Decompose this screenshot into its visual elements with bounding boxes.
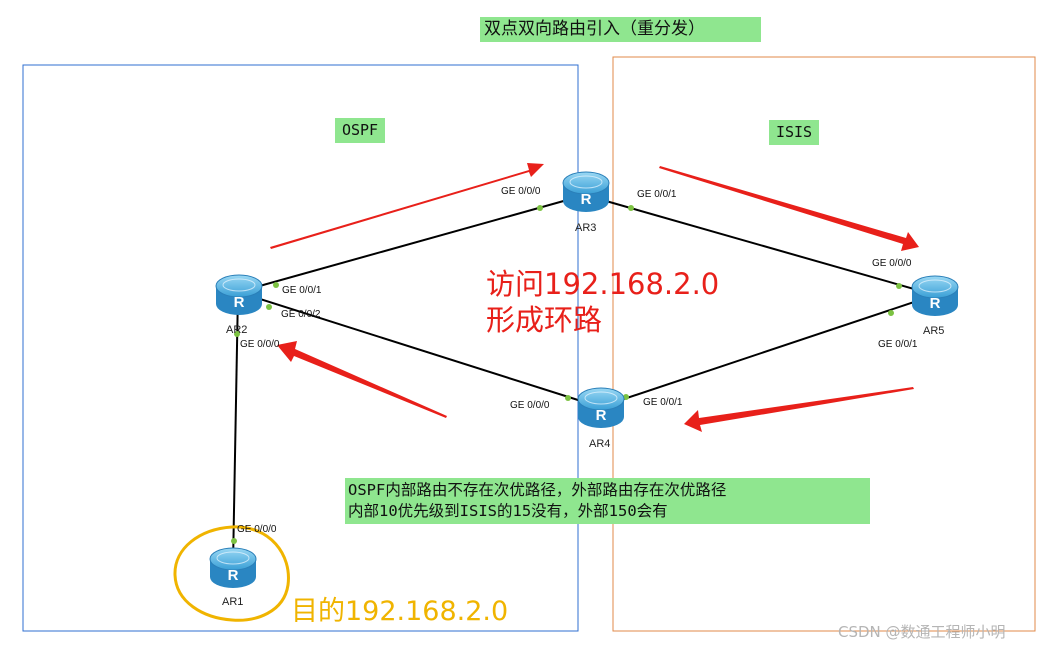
port-label: GE 0/0/2 <box>281 309 321 320</box>
router-name-ar5: AR5 <box>923 325 945 337</box>
router-icon[interactable]: R <box>562 170 610 218</box>
svg-text:R: R <box>596 407 607 424</box>
svg-text:R: R <box>930 295 941 312</box>
router-name-ar3: AR3 <box>575 222 597 234</box>
link-ar4-ar5 <box>599 294 936 408</box>
loop-line: 形成环路 <box>486 303 603 337</box>
isis-area-label: ISIS <box>769 120 819 145</box>
port-label: GE 0/0/0 <box>872 258 912 269</box>
link-ar2-ar3 <box>237 194 586 293</box>
port-dot <box>623 394 629 400</box>
red-arrow <box>659 166 919 251</box>
port-dot <box>537 205 543 211</box>
router-name-ar4: AR4 <box>589 438 611 450</box>
port-label: GE 0/0/0 <box>240 339 280 350</box>
port-dot <box>234 331 240 337</box>
isis-area-box <box>612 56 1036 632</box>
port-label: GE 0/0/1 <box>282 285 322 296</box>
loop-annotation: 访问192.168.2.0 形成环路 <box>486 266 719 338</box>
diagram-title: 双点双向路由引入（重分发） <box>480 17 761 42</box>
router-name-ar1: AR1 <box>222 596 244 608</box>
port-dot <box>273 282 279 288</box>
svg-text:R: R <box>234 294 245 311</box>
router-icon[interactable]: R <box>215 273 263 321</box>
port-dot <box>565 395 571 401</box>
port-dot <box>231 538 237 544</box>
watermark: CSDN @数通工程师小明 <box>838 623 1006 641</box>
highlight-circle <box>173 525 290 622</box>
link-ar2-ar1 <box>232 291 239 566</box>
port-label: GE 0/0/1 <box>643 397 683 408</box>
svg-text:R: R <box>228 567 239 584</box>
port-label: GE 0/0/0 <box>510 400 550 411</box>
router-icon[interactable]: R <box>577 386 625 434</box>
port-dot <box>888 310 894 316</box>
router-icon[interactable]: R <box>209 546 257 594</box>
red-arrow <box>270 163 544 249</box>
note-box: OSPF内部路由不存在次优路径，外部路由存在次优路径 内部10优先级到ISIS的… <box>345 478 870 524</box>
port-label: GE 0/0/1 <box>637 189 677 200</box>
port-dot <box>266 304 272 310</box>
port-label: GE 0/0/1 <box>878 339 918 350</box>
link-ar3-ar5 <box>584 194 936 296</box>
router-name-ar2: AR2 <box>226 324 248 336</box>
ospf-area-label: OSPF <box>335 118 385 143</box>
red-arrow <box>277 341 447 418</box>
destination-annotation: 目的192.168.2.0 <box>291 596 509 627</box>
svg-text:R: R <box>581 191 592 208</box>
loop-line: 访问192.168.2.0 <box>486 267 720 301</box>
router-icon[interactable]: R <box>911 274 959 322</box>
port-dot <box>896 283 902 289</box>
link-ar2-ar4 <box>237 291 601 408</box>
note-line: OSPF内部路由不存在次优路径，外部路由存在次优路径 <box>348 481 727 499</box>
red-arrow <box>684 387 914 432</box>
port-label: GE 0/0/0 <box>237 524 277 535</box>
port-label: GE 0/0/0 <box>501 186 541 197</box>
note-line: 内部10优先级到ISIS的15没有，外部150会有 <box>348 502 668 520</box>
ospf-area-box <box>22 64 579 632</box>
port-dot <box>628 205 634 211</box>
